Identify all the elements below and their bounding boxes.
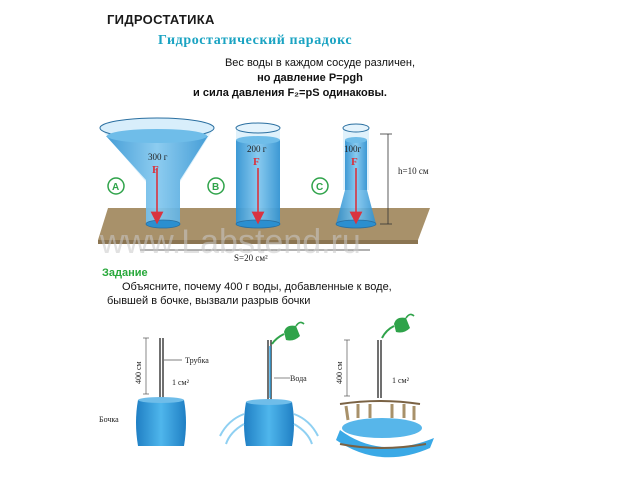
barrel-1-label: Бочка xyxy=(99,415,119,424)
intro-line-2: но давление P=ρgh xyxy=(257,72,363,84)
vessel-b xyxy=(235,122,281,229)
vessel-a xyxy=(99,117,215,229)
barrel-1-tube-label: Трубка xyxy=(185,356,209,365)
vessel-b-letter: B xyxy=(212,182,219,193)
vessel-c-marker xyxy=(311,177,329,195)
vessel-a-force: F xyxy=(152,164,159,176)
barrel-1-tube-area: 1 см² xyxy=(172,378,190,387)
vessel-a-letter: A xyxy=(112,182,119,193)
barrel-3 xyxy=(336,313,434,458)
barrel-2-water-label: Вода xyxy=(290,374,307,383)
vessel-c-force: F xyxy=(351,156,358,168)
task-line-2: бывшей в бочке, вызвали разрыв бочки xyxy=(107,295,311,307)
intro-line-3: и сила давления F₂=pS одинаковы. xyxy=(193,87,387,99)
vessel-b-force: F xyxy=(253,156,260,168)
barrel-2 xyxy=(219,321,319,446)
vessel-c-letter: C xyxy=(316,182,323,193)
vessel-b-marker xyxy=(207,177,225,195)
height-dimension xyxy=(380,133,392,225)
vessel-a-weight: 300 г xyxy=(148,152,168,162)
barrel-3-tube-length: 400 см xyxy=(335,361,344,384)
area-label: S=20 см² xyxy=(234,253,268,263)
barrel-1 xyxy=(136,337,186,446)
vessel-c xyxy=(335,123,377,229)
barrel-3-tube-area: 1 см² xyxy=(392,376,410,385)
vessel-b-weight: 200 г xyxy=(247,144,267,154)
page-subtitle: Гидростатический парадокс xyxy=(158,33,353,48)
watermark: www.Labstend.ru xyxy=(99,223,361,261)
intro-line-1: Вес воды в каждом сосуде различен, xyxy=(224,57,416,69)
task-heading: Задание xyxy=(102,267,148,279)
task-line-1: Объясните, почему 400 г воды, добавленны… xyxy=(122,281,392,293)
section-title: ГИДРОСТАТИКА xyxy=(107,12,215,27)
vessel-c-weight: 100г xyxy=(344,144,362,154)
height-label: h=10 см xyxy=(398,166,429,176)
vessel-a-marker xyxy=(107,177,125,195)
barrel-1-tube-length: 400 см xyxy=(134,361,143,384)
